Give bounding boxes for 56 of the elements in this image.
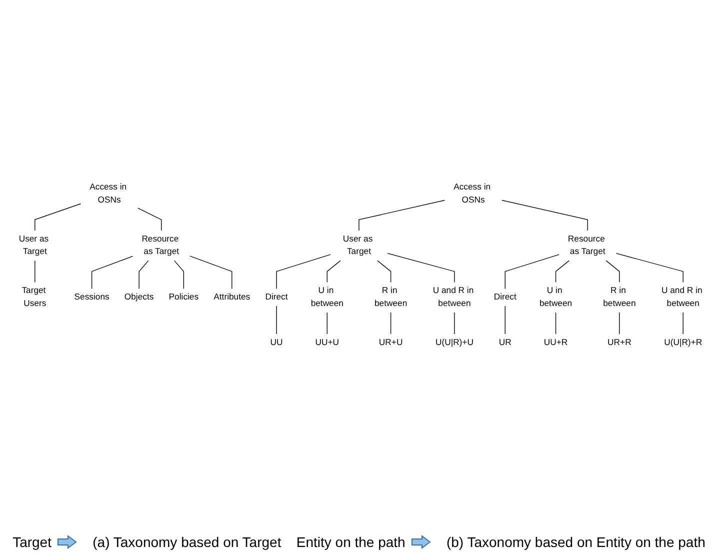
node-text: UR	[498, 338, 512, 348]
connector	[619, 312, 620, 334]
connector	[91, 256, 134, 290]
node-text: User as Target	[18, 234, 49, 256]
node-text: Policies	[168, 292, 199, 302]
node-text: U(U|R)+U	[435, 338, 474, 348]
node-text: Target Users	[22, 286, 46, 308]
node-text: Direct	[494, 292, 516, 302]
node-text: U in between	[539, 286, 572, 308]
connector	[138, 260, 149, 290]
connector	[454, 312, 455, 334]
row-label: Entity on the path	[296, 534, 406, 550]
node-text: Direct	[265, 292, 288, 302]
connector	[502, 200, 588, 231]
node-text: U in between	[310, 286, 344, 308]
connector	[504, 306, 506, 334]
connector	[358, 200, 446, 231]
connector	[138, 208, 162, 231]
connector	[276, 254, 331, 290]
connector	[190, 256, 232, 290]
connector	[34, 260, 36, 283]
node-text: UU+R	[544, 338, 568, 348]
connector	[606, 260, 620, 283]
node-text: U(U|R)+R	[664, 338, 702, 348]
node-text: Attributes	[214, 292, 250, 302]
caption: (a) Taxonomy based on Target	[92, 534, 282, 550]
connector	[276, 306, 277, 334]
row-label: Target	[12, 534, 52, 550]
node-text: Resource as Target	[568, 234, 606, 256]
node-text: UR+R	[608, 338, 632, 348]
node-text: R in between	[374, 286, 408, 308]
connector	[390, 312, 392, 334]
connector	[326, 312, 328, 334]
connector	[616, 252, 684, 283]
connector	[555, 312, 556, 334]
node-text: UU	[270, 338, 283, 348]
connector	[504, 254, 560, 290]
node-text: User as Target	[342, 234, 373, 256]
caption: (b) Taxonomy based on Entity on the path	[446, 534, 706, 550]
node-text: UR+U	[378, 338, 403, 348]
node-text: Sessions	[74, 292, 110, 302]
node-text: Access in OSNs	[90, 182, 127, 205]
connector	[34, 203, 82, 231]
node-text: UU+U	[315, 338, 340, 348]
connector	[377, 260, 392, 283]
connector	[174, 260, 184, 290]
node-text: U and R in between	[432, 286, 474, 308]
connector	[387, 252, 455, 283]
node-text: Objects	[124, 292, 154, 302]
connector	[555, 260, 570, 283]
connector	[682, 312, 684, 334]
node-text: U and R in between	[661, 286, 702, 308]
connector	[326, 260, 341, 283]
node-text: Resource as Target	[142, 234, 180, 256]
node-text: R in between	[603, 286, 636, 308]
node-text: Access in OSNs	[454, 182, 491, 205]
